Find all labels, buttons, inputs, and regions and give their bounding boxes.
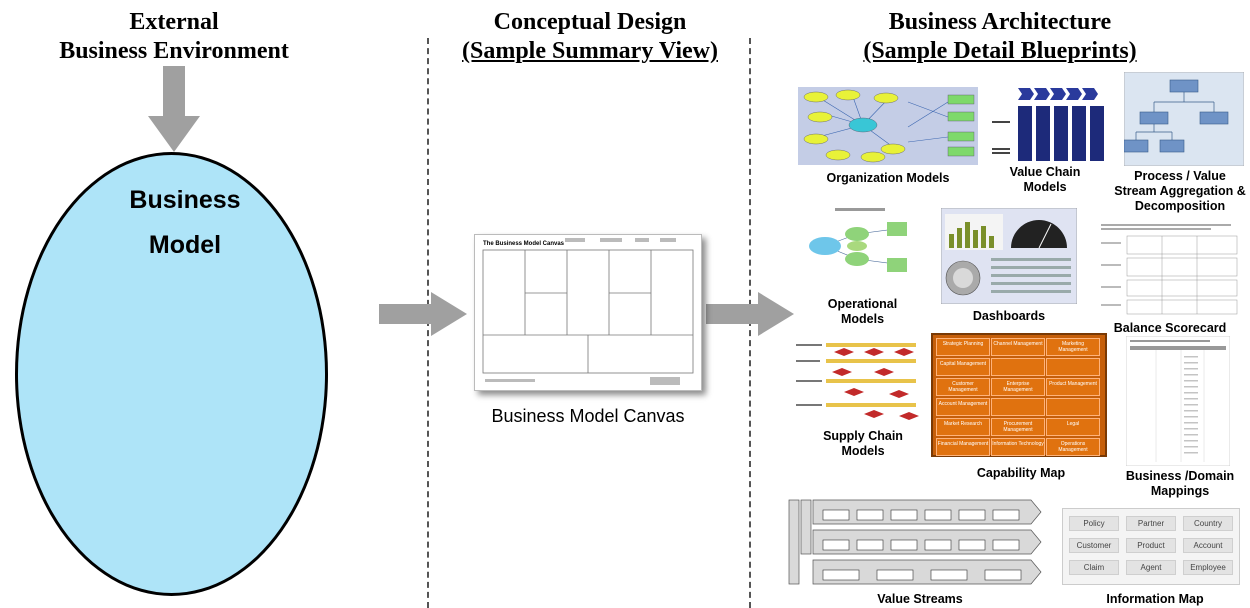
capability-cell: Operations Management xyxy=(1046,438,1100,456)
capability-cell xyxy=(991,358,1045,376)
balance-scorecard-image xyxy=(1097,222,1243,316)
business-domain-mappings-image xyxy=(1126,336,1230,466)
supply-chain-label-line2: Models xyxy=(841,444,885,458)
process-value-stream-image xyxy=(1124,72,1244,166)
information-map-cell: Employee xyxy=(1183,560,1233,575)
operational-label-line1: Operational xyxy=(827,297,898,311)
capability-cell: Financial Management xyxy=(936,438,990,456)
right-arrow-icon xyxy=(706,292,794,336)
capability-cell: Legal xyxy=(1046,418,1100,436)
value-chain-label: Value Chain Models xyxy=(990,165,1100,195)
information-map-cell: Partner xyxy=(1126,516,1176,531)
value-chain-label-line1: Value Chain xyxy=(1009,165,1081,179)
information-map-cell: Customer xyxy=(1069,538,1119,553)
right-arrow-icon xyxy=(379,292,467,336)
dashboards-image xyxy=(941,208,1077,304)
organization-models-image xyxy=(798,87,978,165)
operational-label-line2: Models xyxy=(840,312,885,326)
operational-models-label: Operational Models xyxy=(800,297,925,327)
value-streams-label: Value Streams xyxy=(877,592,963,606)
external-environment-title: External Business Environment xyxy=(25,8,323,66)
business-model-line2: Model xyxy=(148,231,222,259)
business-model-canvas-image: The Business Model Canvas xyxy=(474,234,702,391)
capability-cell: Account Management xyxy=(936,398,990,416)
value-streams-image xyxy=(787,494,1049,590)
capability-cell: Procurement Management xyxy=(991,418,1045,436)
business-model-line1: Business xyxy=(129,186,241,214)
business-domain-label-line1: Business /Domain xyxy=(1125,469,1235,483)
capability-cell: Market Research xyxy=(936,418,990,436)
supply-chain-label-line1: Supply Chain xyxy=(823,429,903,443)
organization-models-label: Organization Models xyxy=(826,171,950,185)
process-value-stream-label: Process / Value Stream Aggregation & Dec… xyxy=(1110,169,1250,214)
process-label-line2: Stream Aggregation & xyxy=(1114,184,1246,198)
supply-chain-label: Supply Chain Models xyxy=(808,429,918,459)
external-title-line2: Business Environment xyxy=(59,38,289,64)
conceptual-title-line1: Conceptual Design xyxy=(493,9,687,35)
information-map-label: Information Map xyxy=(1106,592,1204,606)
capability-cell xyxy=(1046,358,1100,376)
architecture-title-line1: Business Architecture xyxy=(888,9,1112,35)
business-model-circle xyxy=(15,152,328,596)
operational-models-image xyxy=(805,204,917,290)
supply-chain-image xyxy=(794,338,924,430)
capability-cell xyxy=(991,398,1045,416)
capability-cell: Capital Management xyxy=(936,358,990,376)
canvas-title: The Business Model Canvas xyxy=(483,241,565,247)
information-map-cell: Agent xyxy=(1126,560,1176,575)
information-map-cell: Policy xyxy=(1069,516,1119,531)
capability-cell: Enterprise Management xyxy=(991,378,1045,396)
canvas-caption: Business Model Canvas xyxy=(491,406,685,426)
capability-cell: Information Technology xyxy=(991,438,1045,456)
business-architecture-title: Business Architecture (Sample Detail Blu… xyxy=(820,8,1180,66)
information-map-cell: Claim xyxy=(1069,560,1119,575)
capability-cell xyxy=(1046,398,1100,416)
process-label-line3: Decomposition xyxy=(1134,199,1226,213)
value-chain-image xyxy=(988,86,1106,166)
business-domain-mappings-label: Business /Domain Mappings xyxy=(1112,469,1248,499)
conceptual-title-line2: (Sample Summary View) xyxy=(462,38,718,64)
process-label-line1: Process / Value xyxy=(1134,169,1226,183)
conceptual-design-title: Conceptual Design (Sample Summary View) xyxy=(420,8,760,66)
value-chain-label-line2: Models xyxy=(1023,180,1067,194)
capability-cell: Customer Management xyxy=(936,378,990,396)
capability-cell: Channel Management xyxy=(991,338,1045,356)
information-map-cell: Account xyxy=(1183,538,1233,553)
capability-map-label: Capability Map xyxy=(976,466,1066,480)
external-title-line1: External xyxy=(129,9,219,35)
dashboards-label: Dashboards xyxy=(972,309,1046,323)
down-arrow-icon xyxy=(148,66,200,152)
balance-scorecard-label: Balance Scorecard xyxy=(1113,321,1227,335)
information-map-cell: Country xyxy=(1183,516,1233,531)
architecture-title-line2: (Sample Detail Blueprints) xyxy=(863,38,1137,64)
information-map-cell: Product xyxy=(1126,538,1176,553)
capability-cell: Product Management xyxy=(1046,378,1100,396)
capability-cell: Marketing Management xyxy=(1046,338,1100,356)
capability-cell: Strategic Planning xyxy=(936,338,990,356)
business-domain-label-line2: Mappings xyxy=(1150,484,1210,498)
